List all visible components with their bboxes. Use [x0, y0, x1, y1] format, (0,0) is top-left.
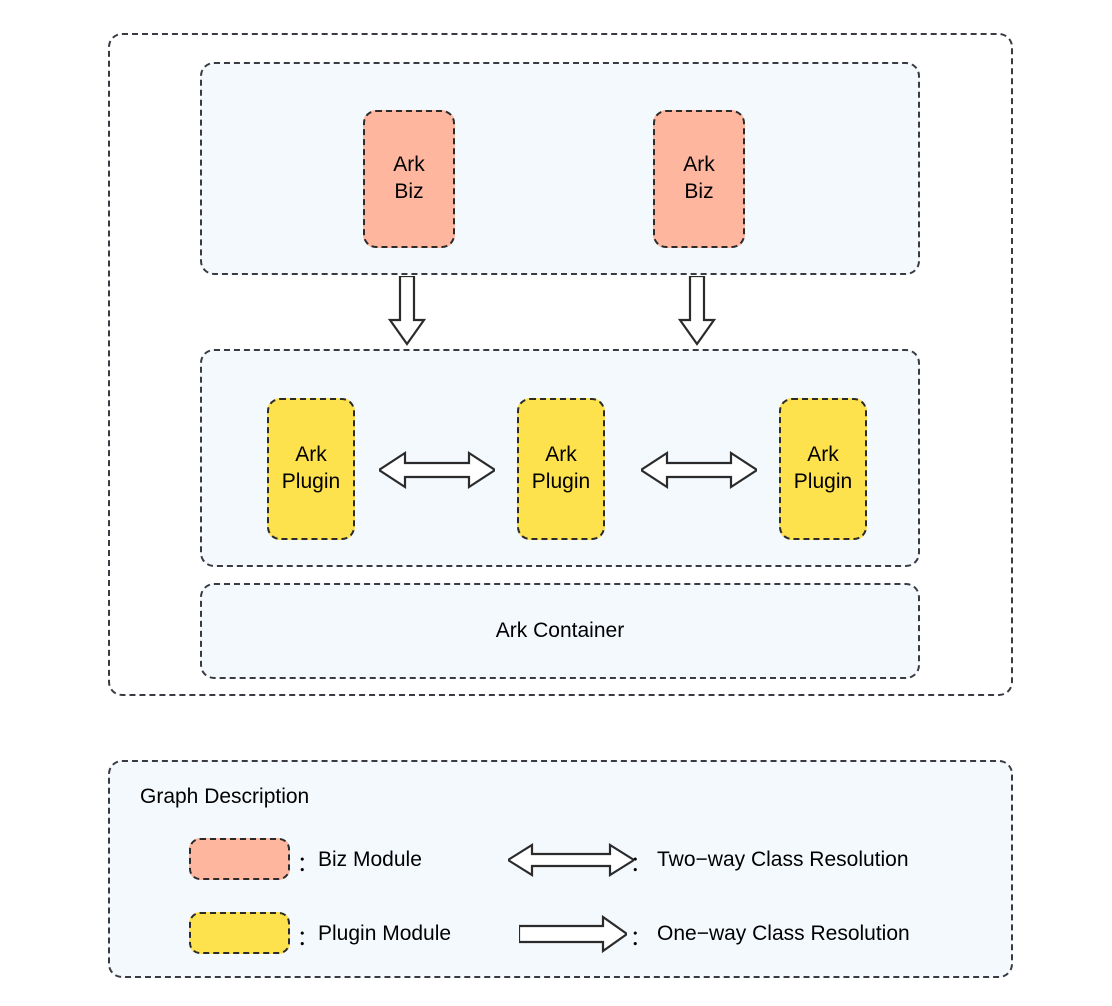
ark-container-label: Ark Container — [495, 619, 625, 642]
legend-colon-biz: ： — [297, 853, 318, 876]
two-way-arrow-icon-2 — [641, 447, 757, 493]
ark-plugin-node-2[interactable]: Ark Plugin — [517, 398, 605, 540]
ark-plugin-node-1-line1: Ark — [295, 443, 327, 467]
ark-biz-node-1[interactable]: Ark Biz — [363, 110, 455, 248]
ark-plugin-node-1[interactable]: Ark Plugin — [267, 398, 355, 540]
ark-biz-node-2-line2: Biz — [684, 180, 714, 203]
ark-plugin-node-3-line1: Ark — [807, 443, 839, 467]
legend-colon-two-way: ： — [630, 853, 651, 876]
legend-swatch-biz — [189, 838, 290, 880]
outer-dashed-frame — [108, 33, 1013, 696]
ark-biz-node-2-line1: Ark — [683, 153, 715, 177]
legend-label-biz: Biz Module — [318, 848, 422, 871]
ark-container-panel — [200, 583, 920, 679]
one-way-arrow-down-icon-1 — [386, 276, 428, 346]
ark-plugin-node-3[interactable]: Ark Plugin — [779, 398, 867, 540]
ark-plugin-node-2-line2: Plugin — [531, 470, 591, 493]
one-way-arrow-down-icon-2 — [676, 276, 718, 346]
biz-layer-panel — [200, 62, 920, 275]
legend-title: Graph Description — [140, 785, 310, 808]
legend-one-way-arrow-icon — [519, 914, 627, 954]
ark-plugin-node-1-line2: Plugin — [281, 470, 341, 493]
legend-colon-one-way: ： — [630, 927, 651, 950]
ark-plugin-node-3-line2: Plugin — [793, 470, 853, 493]
ark-biz-node-1-line2: Biz — [394, 180, 424, 203]
ark-biz-node-1-line1: Ark — [393, 153, 425, 177]
legend-colon-plugin: ： — [297, 927, 318, 950]
legend-label-one-way: One−way Class Resolution — [657, 922, 910, 945]
ark-biz-node-2[interactable]: Ark Biz — [653, 110, 745, 248]
legend-swatch-plugin — [189, 912, 290, 954]
legend-label-two-way: Two−way Class Resolution — [657, 848, 909, 871]
ark-plugin-node-2-line1: Ark — [545, 443, 577, 467]
two-way-arrow-icon-1 — [379, 447, 495, 493]
legend-two-way-arrow-icon — [508, 840, 634, 880]
legend-label-plugin: Plugin Module — [318, 922, 452, 945]
